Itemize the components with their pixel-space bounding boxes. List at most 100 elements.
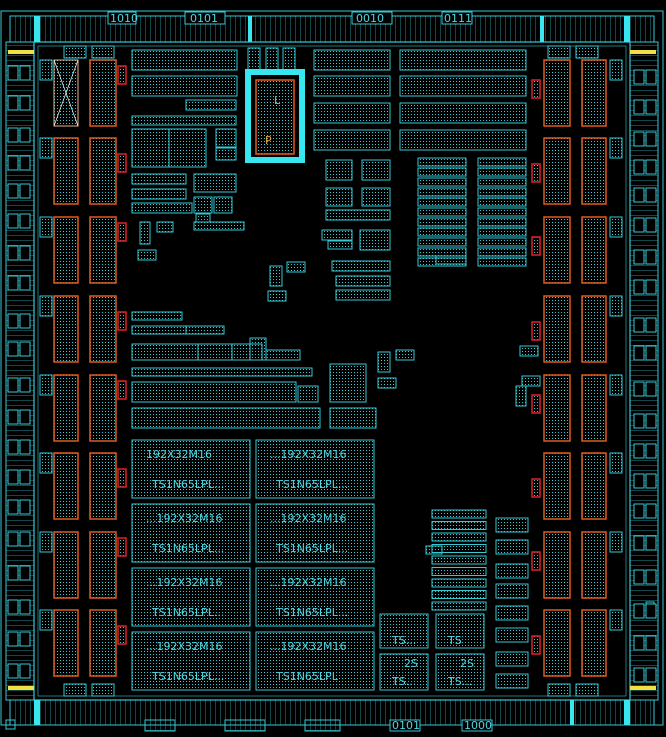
memory-bank-left-a[interactable] xyxy=(53,374,79,442)
io-tab-right xyxy=(633,603,645,619)
register-cell xyxy=(477,247,527,257)
hard-macro-lp[interactable]: L P xyxy=(245,47,305,163)
register-cell xyxy=(495,539,529,555)
io-tab-left xyxy=(19,531,31,547)
memory-bank-right-b[interactable] xyxy=(581,295,607,363)
memory-bank-left-b[interactable] xyxy=(89,295,117,363)
logic-block xyxy=(313,129,391,151)
logic-block xyxy=(329,407,377,429)
memory-bank-right-b[interactable] xyxy=(581,137,607,205)
memory-bank-left-a[interactable] xyxy=(53,216,79,284)
logic-block xyxy=(193,196,213,214)
sram-macro[interactable] xyxy=(255,631,375,691)
register-cell xyxy=(417,247,467,257)
io-cell-bottom-4 xyxy=(224,719,266,732)
tap-cell-right xyxy=(531,394,541,414)
memory-bank-right-b[interactable] xyxy=(581,452,607,520)
io-tab-right xyxy=(633,535,645,551)
memory-bank-left-a[interactable] xyxy=(53,531,79,599)
register-cell xyxy=(417,187,467,197)
memory-bank-left-b[interactable] xyxy=(89,531,117,599)
io-tab-right xyxy=(645,503,657,519)
register-cell xyxy=(417,237,467,247)
memory-bank-right-a[interactable] xyxy=(543,609,571,677)
side-cell-left xyxy=(39,374,53,396)
io-tab-right xyxy=(645,131,657,147)
memory-bank-right-b[interactable] xyxy=(581,609,607,677)
memory-bank-left-b[interactable] xyxy=(89,609,117,677)
small-macro-4[interactable] xyxy=(435,653,485,691)
sram-macro[interactable] xyxy=(255,439,375,499)
io-tab-right xyxy=(645,569,657,585)
memory-bank-left-a[interactable] xyxy=(53,295,79,363)
io-tab-left xyxy=(7,531,19,547)
sram-macro[interactable] xyxy=(131,439,251,499)
side-cell-right xyxy=(609,374,623,396)
memory-bank-left-a[interactable] xyxy=(53,452,79,520)
sram-macro[interactable] xyxy=(255,567,375,627)
tap-cell-left xyxy=(117,625,127,645)
small-macro-1[interactable] xyxy=(379,613,429,649)
memory-bank-right-a[interactable] xyxy=(543,59,571,127)
side-io-tabs xyxy=(7,65,657,683)
sram-macro[interactable] xyxy=(131,567,251,627)
io-tab-right xyxy=(633,345,645,361)
io-tab-left xyxy=(7,341,19,357)
memory-columns xyxy=(39,59,623,677)
register-cell xyxy=(417,157,467,167)
sram-macro[interactable] xyxy=(131,631,251,691)
io-ring xyxy=(0,10,664,730)
io-tab-right xyxy=(633,131,645,147)
register-cell xyxy=(477,257,527,267)
memory-bank-left-b[interactable] xyxy=(89,216,117,284)
memory-bank-right-b[interactable] xyxy=(581,216,607,284)
memory-bank-right-a[interactable] xyxy=(543,452,571,520)
io-tab-right xyxy=(633,503,645,519)
memory-bank-right-b[interactable] xyxy=(581,374,607,442)
power-bar-tr xyxy=(630,50,656,54)
memory-bank-right-a[interactable] xyxy=(543,374,571,442)
sram-name-label: 192X32M16 xyxy=(146,448,212,461)
memory-bank-left-b[interactable] xyxy=(89,452,117,520)
io-tab-left xyxy=(7,275,19,291)
io-cell-bottom-3 xyxy=(144,719,176,732)
memory-bank-right-b[interactable] xyxy=(581,59,607,127)
tap-cell-right xyxy=(531,79,541,99)
keepout-diagonal xyxy=(53,59,79,127)
io-tab-left xyxy=(7,469,19,485)
logic-block xyxy=(131,173,187,185)
small-macro-3[interactable] xyxy=(379,653,429,691)
memory-bank-left-b[interactable] xyxy=(89,374,117,442)
io-tab-left xyxy=(19,439,31,455)
memory-bank-right-b[interactable] xyxy=(581,531,607,599)
sram-macro[interactable] xyxy=(131,503,251,563)
memory-bank-right-a[interactable] xyxy=(543,531,571,599)
logic-block xyxy=(399,75,527,97)
sram-macro[interactable] xyxy=(255,503,375,563)
cell xyxy=(247,47,261,71)
macro-label-l: L xyxy=(274,94,281,107)
upper-logic xyxy=(131,49,527,302)
side-cell-left xyxy=(39,531,53,553)
logic-block xyxy=(131,311,183,321)
io-tab-right xyxy=(633,569,645,585)
small-macro-2[interactable] xyxy=(435,613,485,649)
memory-bank-left-a[interactable] xyxy=(53,137,79,205)
register-cell xyxy=(431,532,487,542)
tap-cell-left xyxy=(117,537,127,557)
io-tab-left xyxy=(19,213,31,229)
memory-bank-left-b[interactable] xyxy=(89,59,117,127)
io-tab-right xyxy=(645,317,657,333)
logic-block xyxy=(249,337,267,361)
sram-type-label: TS1N65LPL... xyxy=(151,670,224,683)
memory-bank-right-a[interactable] xyxy=(543,295,571,363)
register-cell xyxy=(431,590,487,599)
memory-bank-left-b[interactable] xyxy=(89,137,117,205)
memory-bank-left-a[interactable] xyxy=(53,609,79,677)
memory-bank-right-a[interactable] xyxy=(543,137,571,205)
small-macro-3-label-1: 2S xyxy=(404,657,418,670)
memory-bank-right-a[interactable] xyxy=(543,216,571,284)
logic-block xyxy=(131,115,237,126)
corner-top-left xyxy=(34,16,40,42)
